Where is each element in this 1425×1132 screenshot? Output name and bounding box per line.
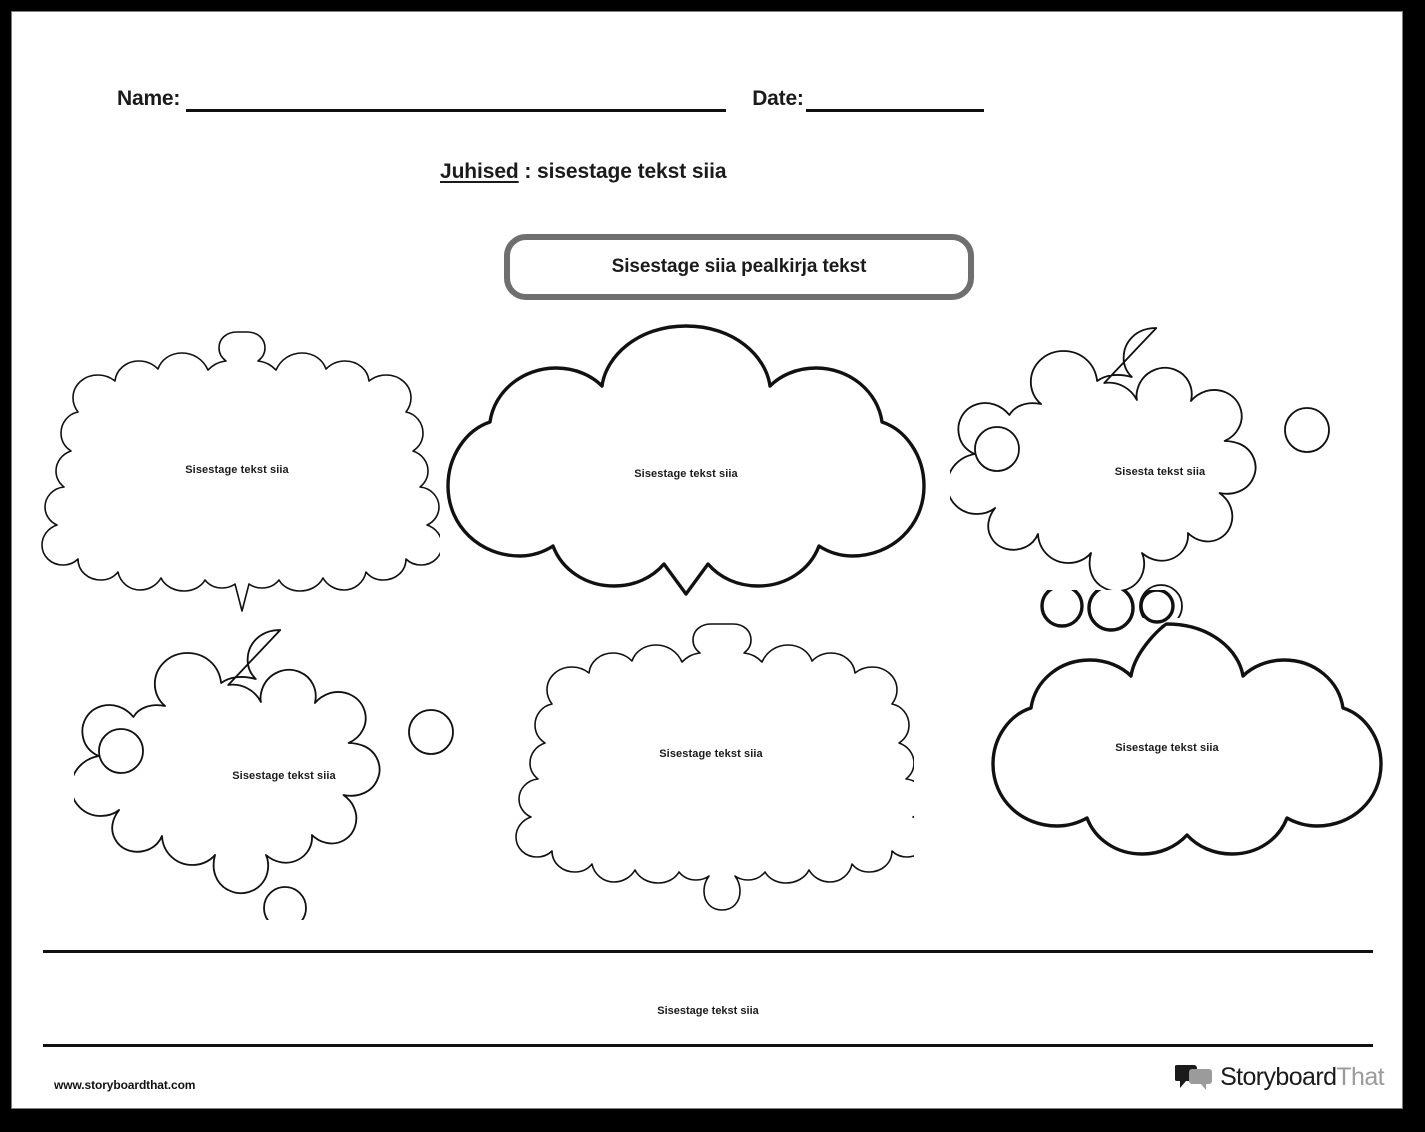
date-label: Date: [752, 87, 804, 110]
cloud-shape-3[interactable]: Sisesta tekst siia [950, 318, 1370, 618]
title-textbox[interactable]: Sisestage siia pealkirja tekst [504, 234, 974, 300]
header-row: Name: Date: [117, 72, 1017, 112]
worksheet-page: Name: Date: Juhised : sisestage tekst si… [11, 11, 1403, 1109]
instructions-rest: : sisestage tekst siia [518, 160, 727, 183]
brand-wordmark: StoryboardThat [1220, 1062, 1385, 1091]
instructions-lead: Juhised [440, 160, 519, 183]
splat-cloud-icon [74, 629, 454, 920]
cloud-shape-2[interactable]: Sisestage tekst siia [436, 318, 936, 606]
cloud-shape-6[interactable]: Sisestage tekst siia [934, 590, 1400, 890]
scalloped-cloud-icon [515, 623, 914, 911]
brand-secondary: That [1336, 1062, 1384, 1091]
bottom-band-bottom-rule [43, 1044, 1373, 1047]
cloud-shape-5[interactable]: Sisestage tekst siia [508, 620, 914, 920]
classic-cloud-icon [991, 590, 1383, 856]
cloud-shape-4[interactable]: Sisestage tekst siia [74, 620, 494, 920]
classic-cloud-icon [446, 324, 926, 596]
speech-bubbles-icon [1175, 1065, 1213, 1090]
bottom-band-top-rule [43, 950, 1373, 953]
splat-cloud-icon [950, 327, 1330, 618]
instructions-line: Juhised : sisestage tekst siia [440, 160, 727, 184]
name-write-line[interactable] [186, 108, 727, 112]
bottom-band-text[interactable]: Sisestage tekst siia [657, 1005, 759, 1017]
date-write-line[interactable] [805, 108, 984, 112]
scalloped-cloud-icon [41, 331, 440, 612]
name-label: Name: [117, 87, 181, 110]
title-text: Sisestage siia pealkirja tekst [611, 256, 867, 277]
site-url[interactable]: www.storyboardthat.com [54, 1078, 196, 1092]
storyboardthat-logo: StoryboardThat [1175, 1062, 1385, 1091]
cloud-shape-1[interactable]: Sisestage tekst siia [34, 324, 440, 624]
brand-primary: Storyboard [1220, 1062, 1337, 1091]
